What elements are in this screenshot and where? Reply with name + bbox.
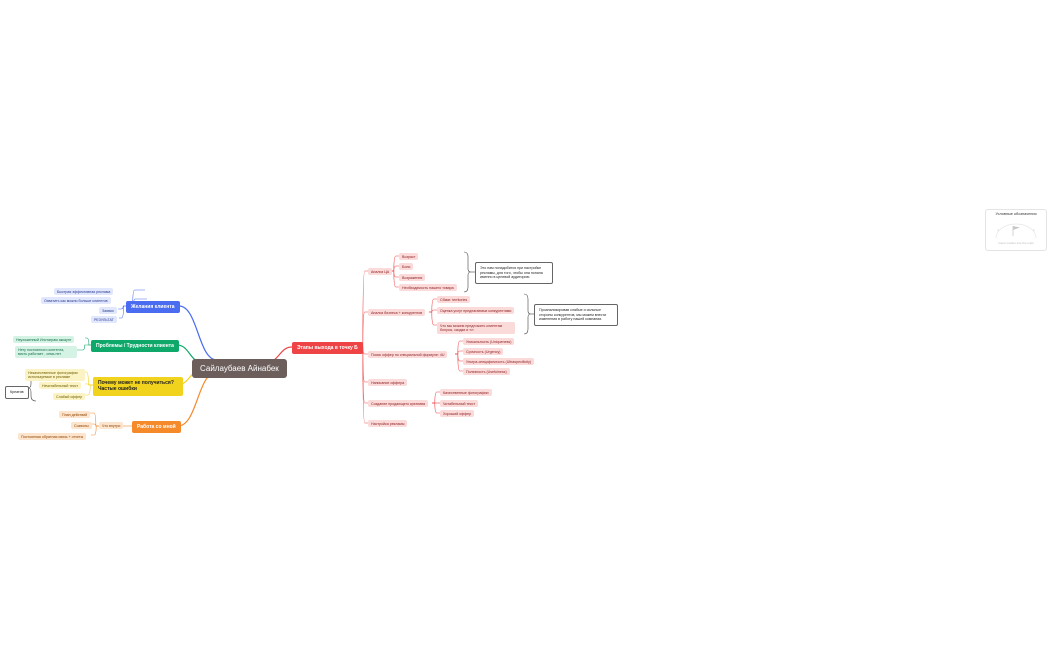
connector-stage-item <box>429 311 437 326</box>
topic-common-mistakes-label: Почему может не получиться? Частые ошибк… <box>98 380 174 393</box>
topic-work-with-me[interactable]: Работа со мной <box>132 421 181 433</box>
work-subtopic[interactable]: Что внутри <box>99 422 124 429</box>
connector-desire-item <box>118 305 126 310</box>
legend-hint: Insert marker into the topic <box>998 241 1034 245</box>
connector-stage-item <box>455 353 463 372</box>
connector-mistake-item <box>80 371 93 386</box>
connector-stage-item <box>455 353 463 362</box>
connector-central-work <box>177 371 218 427</box>
work-item[interactable]: План действий <box>59 411 91 418</box>
connector-stage-item <box>391 265 399 272</box>
summary-note-competitors[interactable]: Проанализировав слабые и сильные стороны… <box>534 304 618 327</box>
topic-client-desires[interactable]: Желания клиента <box>126 301 180 313</box>
connector-desire-item <box>119 305 126 319</box>
stage-step[interactable]: Написание оффера <box>368 379 408 386</box>
stage-item[interactable]: Оценка услуг предлагаемых конкурентами <box>437 307 515 314</box>
legend-panel[interactable]: Условные обозначения Insert marker into … <box>985 209 1047 251</box>
stage-item[interactable]: Срочность (Urgency) <box>463 348 504 355</box>
stage-item[interactable]: Читабельный текст <box>440 400 479 407</box>
connector-stage-item <box>432 391 440 404</box>
connector-stage-step <box>360 346 368 424</box>
summary-note-audience[interactable]: Это нам понадобится при настройке реклам… <box>475 262 553 285</box>
topic-client-problems[interactable]: Проблемы / Трудности клиента <box>91 340 179 352</box>
connector-stage-item <box>391 270 399 278</box>
topic-common-mistakes[interactable]: Почему может не получиться? Частые ошибк… <box>93 377 183 396</box>
connector-stage-item <box>455 340 463 355</box>
desire-item[interactable]: РЕЗУЛЬТАТ <box>91 316 117 323</box>
problem-item[interactable]: Нету постоянного контента, висть работае… <box>15 346 77 358</box>
flag-icon <box>995 223 1037 239</box>
stage-item[interactable]: Что мы можем предложить клиентам бонусы,… <box>437 322 515 334</box>
problem-item-label: Нету постоянного контента, висть работае… <box>18 347 65 356</box>
problem-item[interactable]: Неухоженный Инстаграм аккаунт <box>13 336 75 343</box>
connector-stage-item <box>455 350 463 355</box>
connector-problem-item <box>73 344 91 351</box>
stage-item[interactable]: Ультра-специфичность (Ultraspecificity) <box>463 358 535 365</box>
stage-step[interactable]: Анализ ЦА <box>368 268 393 275</box>
mistake-item[interactable]: Некачественные фотографии используемые в… <box>25 369 85 381</box>
work-item[interactable]: Постоянная обратная связь + отчеты <box>18 433 87 440</box>
bracket-audience <box>463 251 472 293</box>
bracket-competitors <box>523 293 532 335</box>
stage-item[interactable]: Уникальность (Uniqueness) <box>463 338 515 345</box>
stage-step[interactable]: Анализ бизнеса + конкурентов <box>368 309 426 316</box>
stage-item[interactable]: Сбмат. territories <box>437 296 471 303</box>
desire-item[interactable]: Охватить как можно больше клиентов <box>41 297 111 304</box>
legend-title: Условные обозначения <box>995 212 1037 216</box>
stage-item[interactable]: Необходимость нашего товара <box>399 284 457 291</box>
stage-item[interactable]: Боли <box>399 263 414 270</box>
creative-summary[interactable]: Креатив <box>5 386 29 399</box>
desire-item[interactable]: Быстрая эффективная реклама <box>54 288 114 295</box>
connector-stage-item <box>391 270 399 288</box>
connector-mistake-item <box>85 384 93 396</box>
mistake-item[interactable]: Слабый оффер <box>53 393 86 400</box>
stage-item-label: Что мы можем предложить клиентам бонусы,… <box>440 323 503 332</box>
stage-step[interactable]: Настройка рекламы <box>368 420 408 427</box>
connector-stage-step <box>360 346 368 404</box>
desire-item[interactable]: Заявки <box>99 307 117 314</box>
stage-item[interactable]: Полезность (Usefulness) <box>463 368 510 375</box>
mistake-item-label: Некачественные фотографии используемые в… <box>28 370 78 379</box>
connector-work-item <box>91 425 99 436</box>
mistake-item[interactable]: Нечитабельный текст <box>39 382 82 389</box>
stage-step[interactable]: Создание продающего креатива <box>368 400 429 407</box>
connector-stage-item <box>432 402 440 414</box>
central-topic[interactable]: Сайлаубаев Айнабек <box>192 359 287 378</box>
stage-item[interactable]: Качественные фотографии <box>440 389 492 396</box>
connector-central-desires <box>178 305 218 361</box>
stage-item[interactable]: Возраст <box>399 253 419 260</box>
stage-item[interactable]: Хороший оффер <box>440 410 475 417</box>
stage-step[interactable]: Поиск оффер по специальной формуле: 4U <box>368 351 448 358</box>
stage-item[interactable]: Возражения <box>399 274 426 281</box>
work-item[interactable]: Созвоны <box>71 422 92 429</box>
topic-stages[interactable]: Этапы выхода в точку Б <box>292 342 363 354</box>
connector-stage-step <box>360 270 368 348</box>
connector-work-item <box>90 423 99 427</box>
connector-stage-item <box>391 255 399 272</box>
